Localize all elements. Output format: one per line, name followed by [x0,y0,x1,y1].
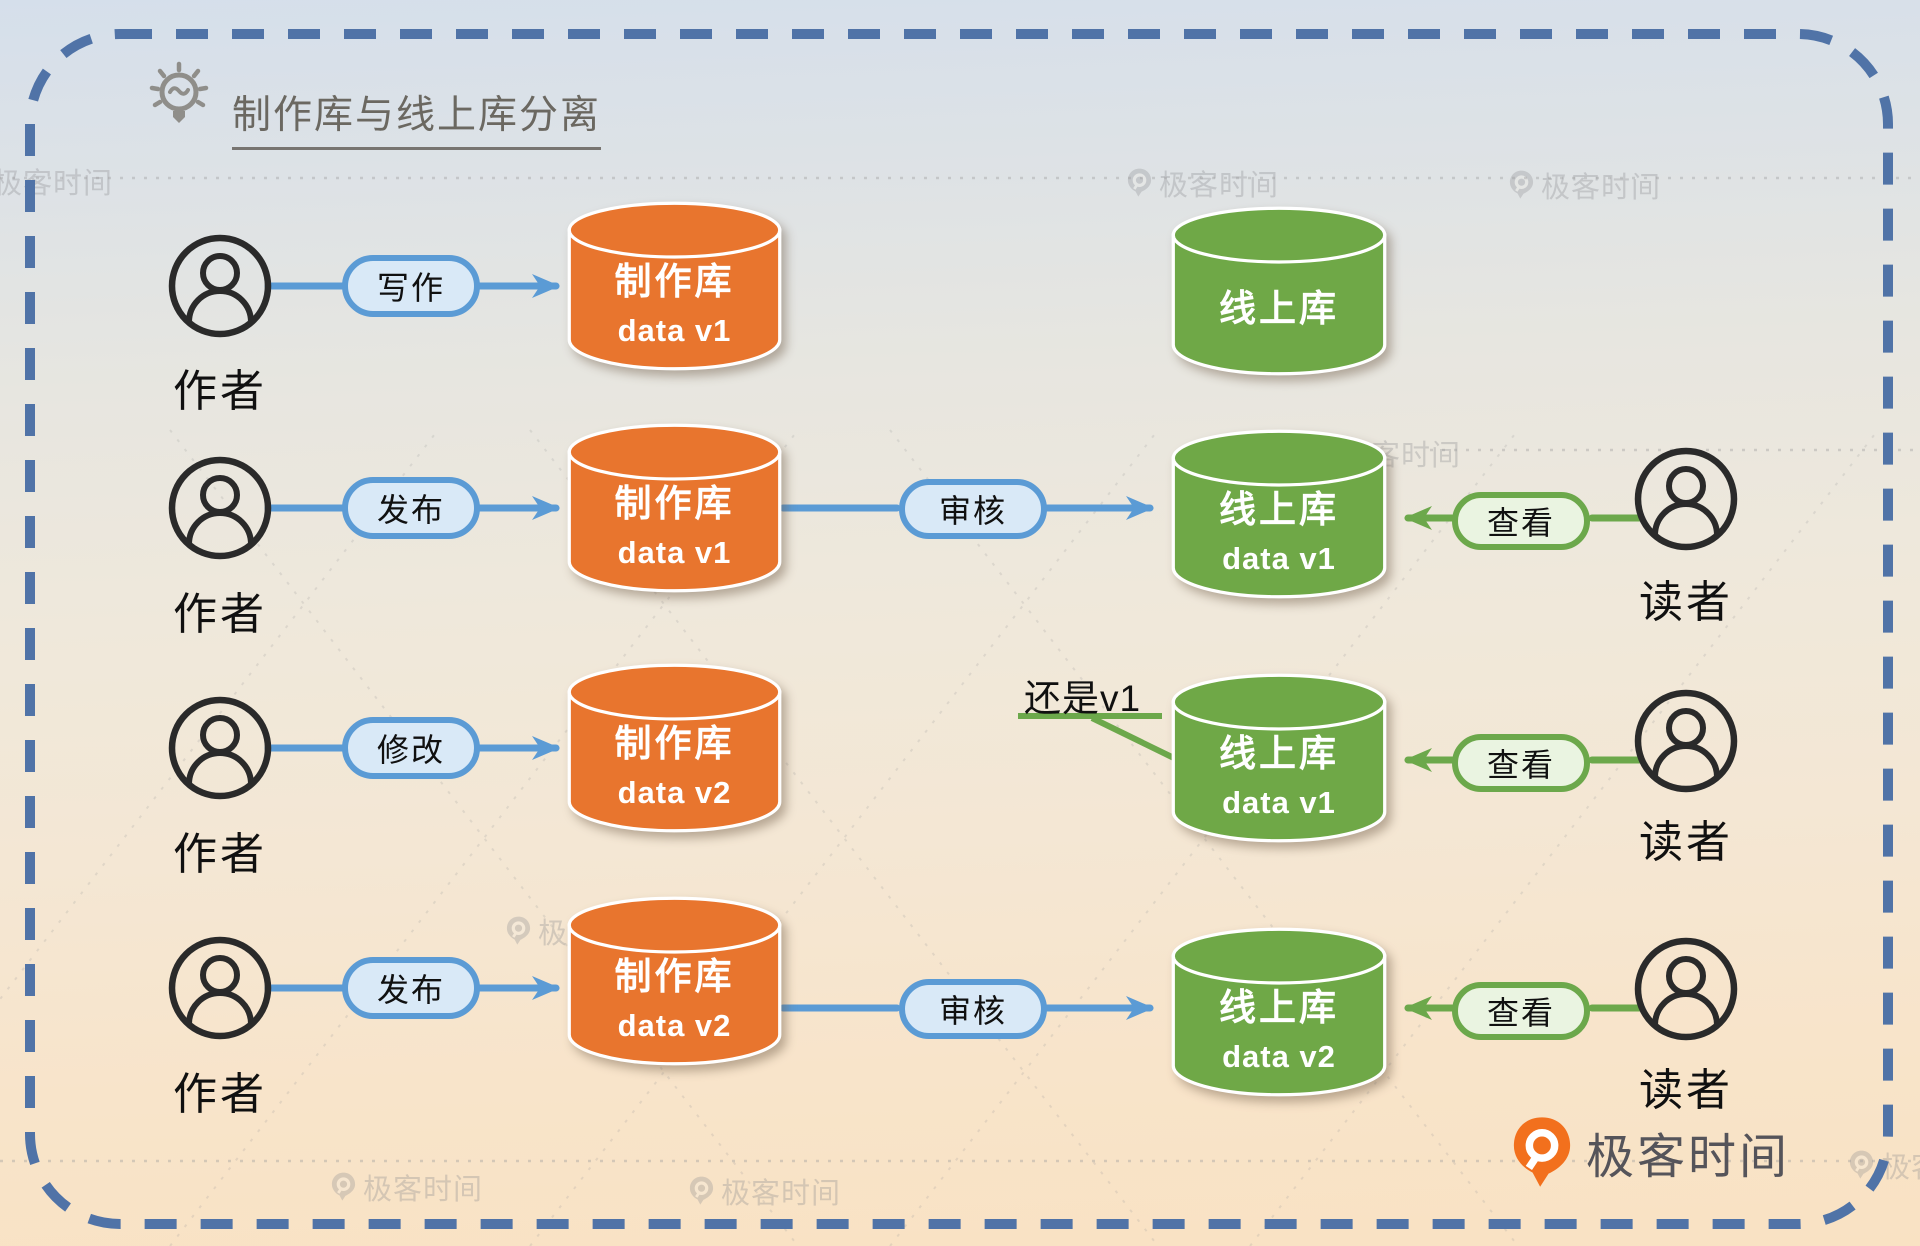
online-db-cylinder: 线上库 [1170,205,1388,377]
db-name: 制作库 [614,956,735,997]
author-icon [172,238,268,334]
action-pill-review: 审核 [899,979,1047,1039]
action-pill-review: 审核 [899,479,1047,539]
dashed-frame-border [25,29,1893,1229]
db-version: data v1 [1222,785,1336,820]
reader-label: 读者 [1639,578,1733,627]
geektime-logo-text: 极客时间 [1586,1131,1791,1184]
action-pill-publish: 发布 [342,477,480,539]
prod-db-cylinder: 制作库 data v2 [566,895,783,1067]
online-db-cylinder: 线上库 data v2 [1170,926,1388,1098]
db-version: data v1 [617,313,732,348]
action-pill-view: 查看 [1452,492,1590,550]
author-icon [172,940,268,1036]
reader-icon [1638,693,1734,789]
watermark: 极客时间 [1126,162,1279,204]
prod-db-cylinder: 制作库 data v2 [566,662,783,834]
prod-db-cylinder: 制作库 data v1 [566,200,783,372]
watermark: 极客时间 [1508,164,1661,206]
still-v1-note: 还是v1 [1024,678,1142,719]
lightbulb-icon [149,61,209,123]
watermark: 极客时间 [330,1166,483,1208]
action-pill-view: 查看 [1452,982,1590,1040]
author-label: 作者 [173,1070,267,1119]
db-version: data v1 [1222,541,1336,576]
db-version: data v1 [617,535,732,570]
action-pill-write: 写作 [342,255,480,317]
reader-icon [1638,451,1734,547]
db-version: data v2 [617,1008,732,1043]
db-name: 线上库 [1219,288,1339,329]
db-name: 制作库 [614,483,735,524]
db-version: data v2 [617,775,732,810]
author-label: 作者 [173,830,267,879]
action-pill-publish: 发布 [342,957,480,1019]
author-label: 作者 [173,590,267,639]
reader-icon [1638,941,1734,1037]
reader-label: 读者 [1639,818,1733,867]
db-name: 制作库 [614,723,735,764]
db-name: 线上库 [1219,733,1339,774]
watermark: 极客时间 [0,168,114,200]
action-pill-view: 查看 [1452,734,1590,792]
page-title: 制作库与线上库分离 [232,84,602,150]
db-version: data v2 [1222,1039,1336,1074]
watermark: 极客时间 [1848,1144,1920,1186]
db-name: 制作库 [614,261,735,302]
author-icon [172,700,268,796]
action-pill-modify: 修改 [342,717,480,779]
author-icon [172,460,268,556]
geektime-logo-icon [1513,1117,1571,1187]
db-name: 线上库 [1219,987,1339,1028]
note-callout-line [1018,713,1180,763]
author-label: 作者 [173,367,267,416]
reader-label: 读者 [1639,1066,1733,1115]
online-db-cylinder: 线上库 data v1 [1170,428,1388,600]
geektime-logo: 极客时间 [1512,1114,1790,1190]
watermark: 极客时间 [688,1170,841,1212]
db-name: 线上库 [1219,489,1339,530]
prod-db-cylinder: 制作库 data v1 [566,422,783,594]
online-db-cylinder: 线上库 data v1 [1170,672,1388,844]
